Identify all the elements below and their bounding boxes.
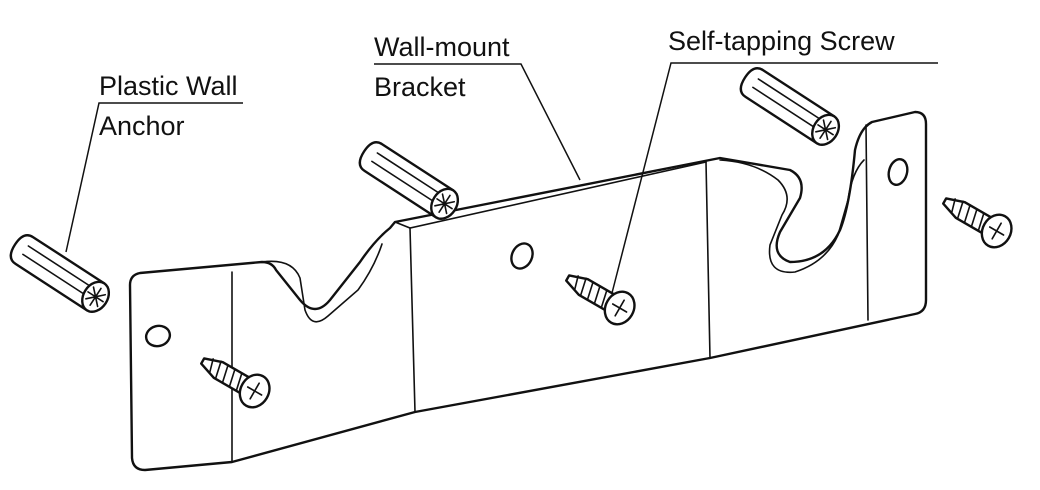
mounting-hole-left <box>144 324 172 348</box>
mounting-hole-center <box>510 242 534 270</box>
label-wall-mount-bracket: Wall-mount Bracket <box>374 32 581 181</box>
label-plastic-wall-anchor-line2: Anchor <box>99 111 185 141</box>
label-plastic-wall-anchor: Plastic Wall Anchor <box>65 71 243 253</box>
plastic-wall-anchor-left <box>5 229 116 318</box>
plastic-wall-anchor-right <box>735 62 846 151</box>
bracket-plate <box>128 110 928 472</box>
plastic-wall-anchor-center <box>354 136 465 225</box>
label-self-tapping-screw-line1: Self-tapping Screw <box>668 26 895 56</box>
mounting-hole-right <box>887 158 909 186</box>
label-wall-mount-bracket-line1: Wall-mount <box>374 32 510 62</box>
leader-line-screw <box>611 62 938 294</box>
leader-line-bracket <box>374 63 581 181</box>
wall-mount-bracket <box>128 110 928 472</box>
label-plastic-wall-anchor-line1: Plastic Wall <box>99 71 238 101</box>
self-tapping-screw-right <box>934 185 1019 254</box>
label-wall-mount-bracket-line2: Bracket <box>374 72 466 102</box>
label-self-tapping-screw: Self-tapping Screw <box>611 26 938 294</box>
leader-line-anchor <box>65 102 243 253</box>
